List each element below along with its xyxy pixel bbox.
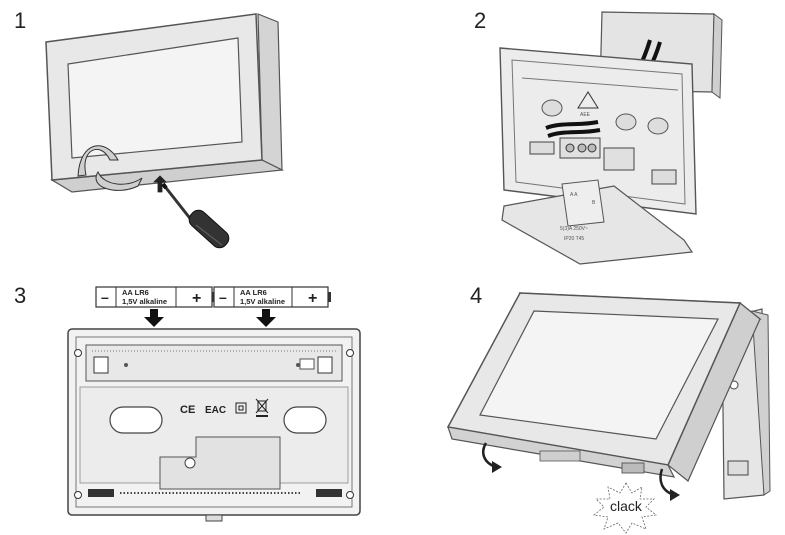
plate-text-line2: IP20 T45: [564, 236, 584, 242]
mounting-slot: [283, 406, 327, 434]
battery-2: – + AA LR6 1,5V alkaline: [213, 286, 331, 308]
battery-2-label-line1: AA LR6: [240, 288, 267, 297]
battery-2-plus: +: [308, 290, 317, 307]
mounting-hole: [541, 99, 563, 117]
thermostat-screen: [479, 310, 719, 440]
battery-2-label-line2: 1,5V alkaline: [240, 297, 285, 306]
terminal-cover-plate: [501, 185, 694, 265]
base-plate-text: AEE: [580, 112, 591, 118]
weee-bin-icon: [255, 398, 269, 417]
step-number-2: 2: [474, 8, 487, 33]
step-number-1: 1: [14, 8, 27, 33]
screwdriver-handle-icon: [188, 209, 230, 249]
eac-mark: EAC: [205, 405, 226, 416]
svg-text:B: B: [592, 200, 596, 206]
battery-1-label-line2: 1,5V alkaline: [122, 297, 167, 306]
class-2-mark-icon: [235, 402, 247, 414]
plate-text-line1: 5(3)A 250V~: [560, 226, 588, 232]
svg-text:A A: A A: [570, 192, 578, 198]
battery-1-plus: +: [192, 290, 201, 307]
lift-arrow-icon: [77, 145, 119, 177]
down-arrow-icon: [144, 309, 164, 327]
step-1-illustration: [45, 13, 285, 249]
step-number-4: 4: [470, 283, 483, 308]
step-3-panel: 3 – + AA LR6 1,5V alkaline – + AA LR6 1,…: [0, 267, 392, 535]
battery-1-label-line1: AA LR6: [122, 288, 149, 297]
up-arrow-icon: [153, 175, 167, 193]
step-number-3: 3: [14, 283, 27, 308]
down-arrow-icon: [256, 309, 276, 327]
battery-1: – + AA LR6 1,5V alkaline: [95, 286, 215, 308]
mounting-slot: [109, 406, 163, 434]
step-4-illustration: clack: [446, 292, 771, 534]
ce-mark: CE: [180, 404, 195, 416]
step-2-illustration: AEE 5(3)A 250V~ IP20 T45 A A B: [499, 11, 723, 265]
clack-burst-icon: [593, 482, 657, 534]
step-2-panel: 2 AEE 5(3)A 250V~ IP20 T45 A A: [392, 0, 785, 267]
step-1-panel: 1: [0, 0, 392, 267]
thermostat-screen: [67, 37, 243, 159]
recycling-mark-icon: [577, 91, 599, 109]
clack-text: clack: [610, 498, 643, 514]
step-3-illustration: – + AA LR6 1,5V alkaline – + AA LR6 1,5V…: [67, 286, 361, 522]
step-4-panel: 4 clack: [392, 267, 785, 535]
battery-1-minus: –: [101, 289, 109, 305]
battery-2-minus: –: [219, 289, 227, 305]
